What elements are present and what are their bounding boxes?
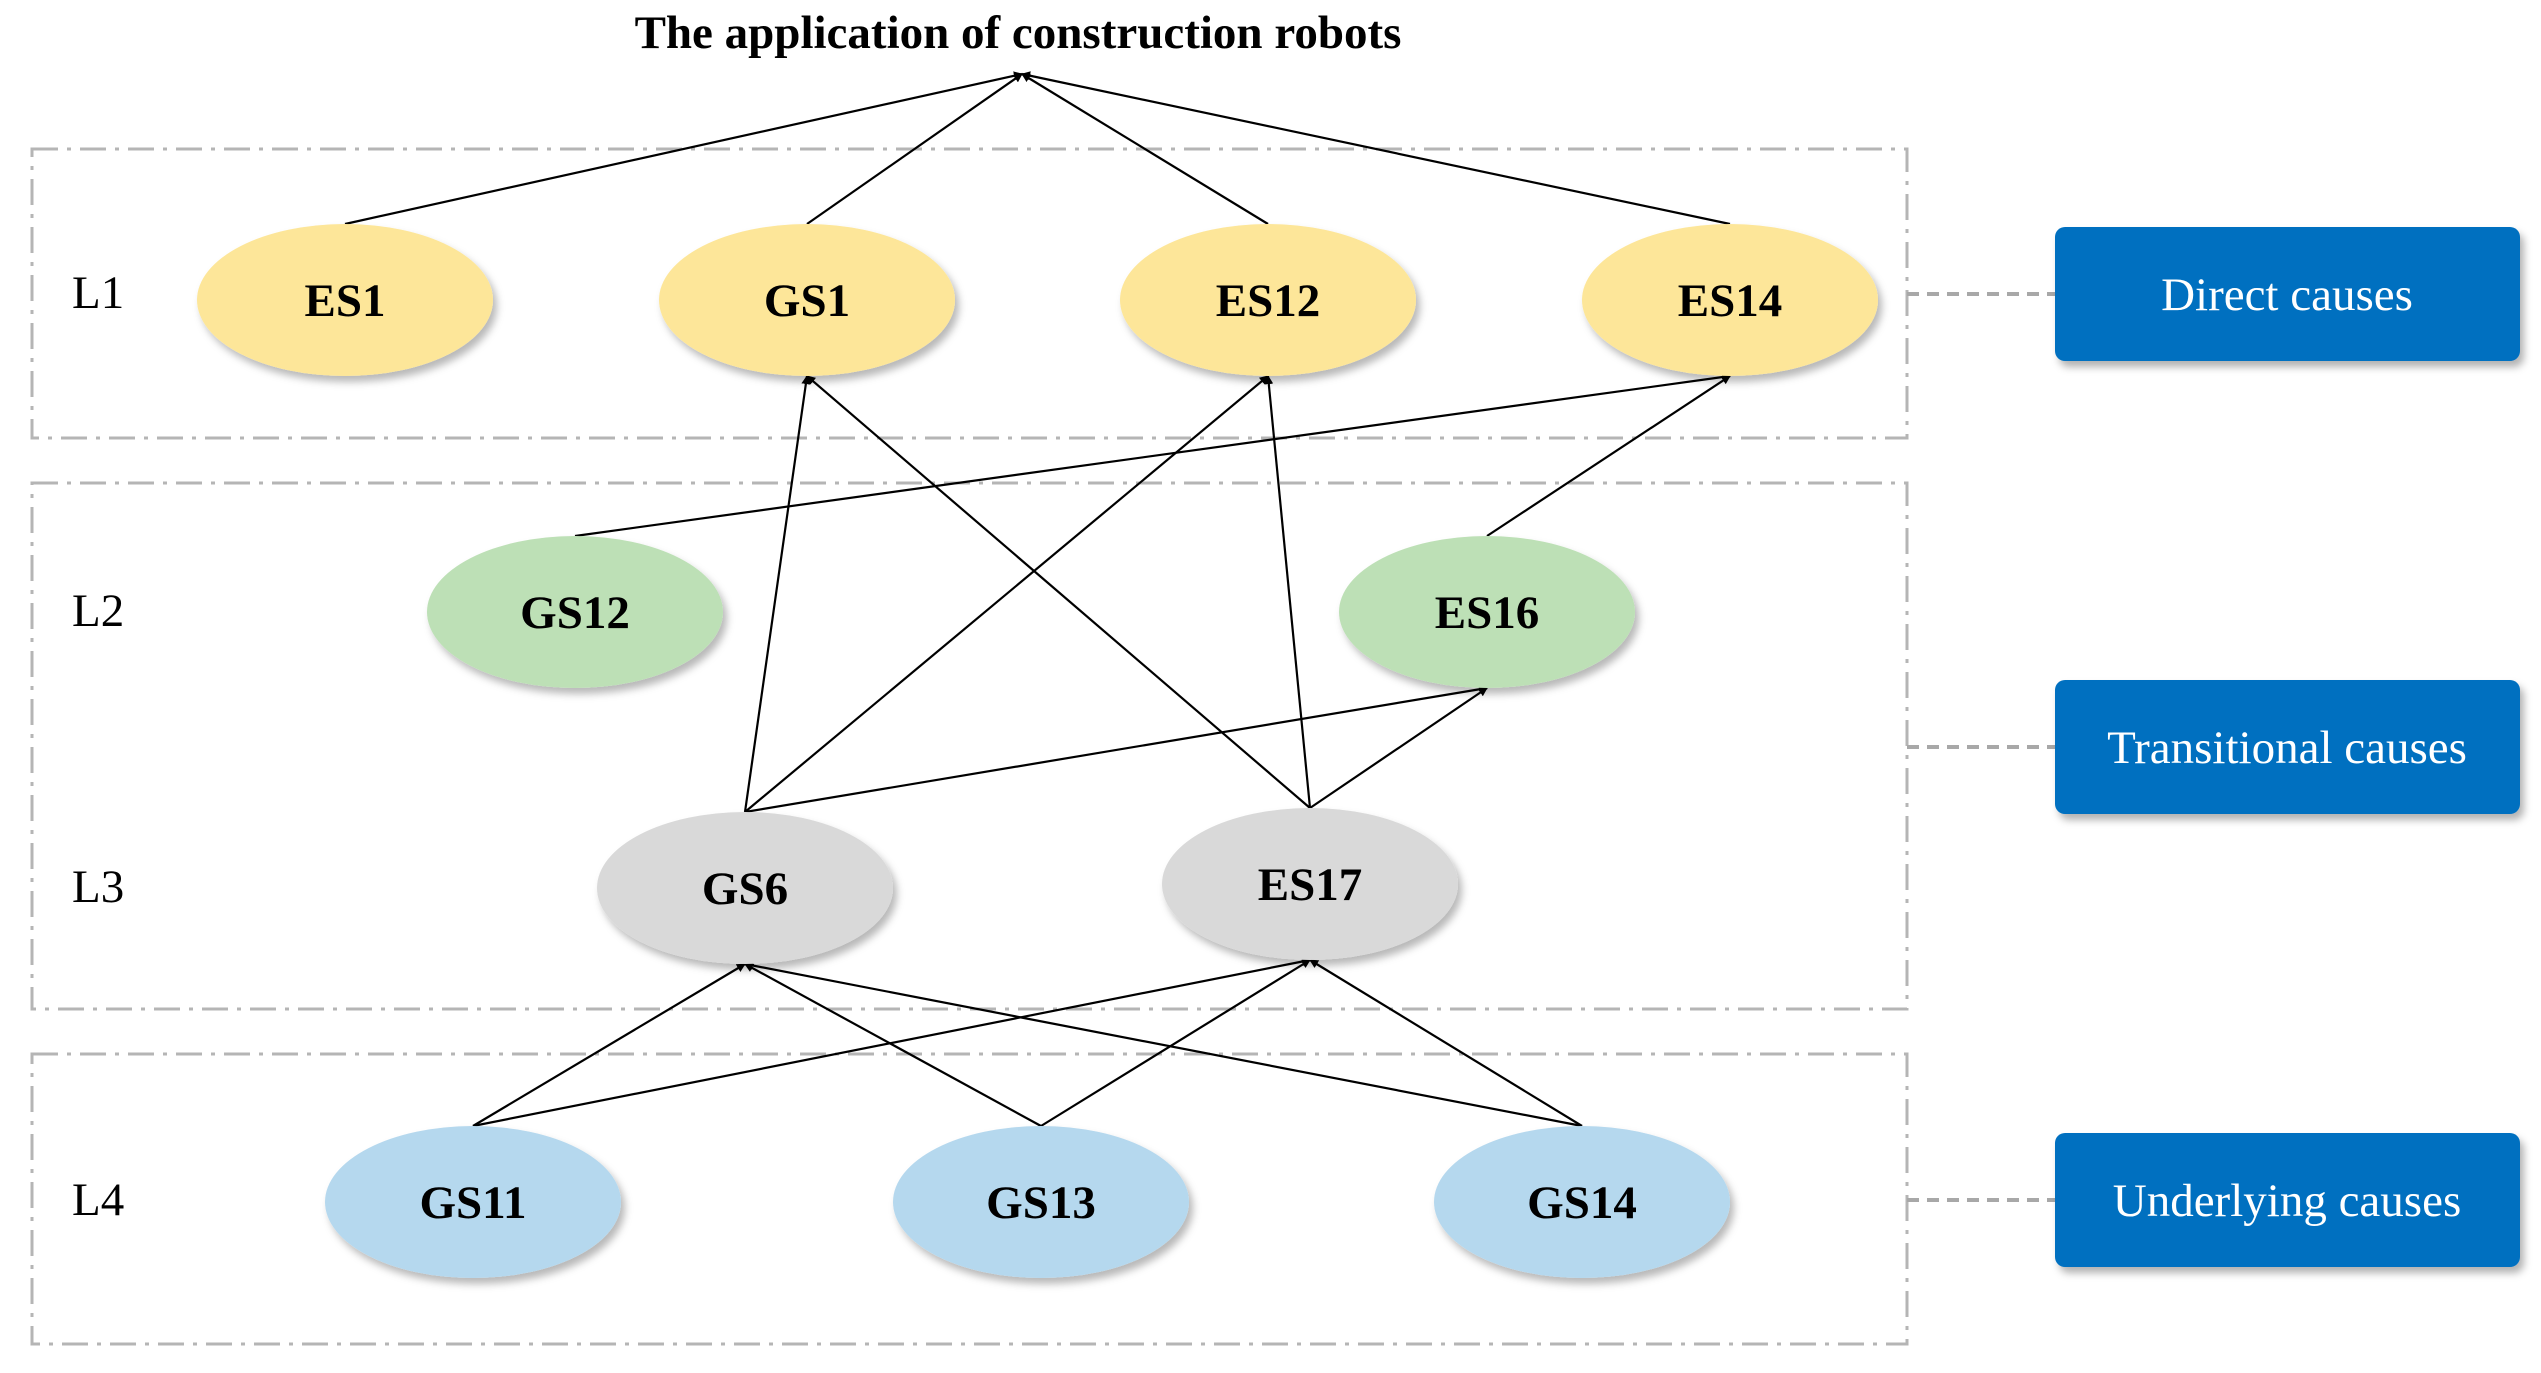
edge-gs13-to-gs6 [744,963,1042,1127]
node-gs14-label: GS14 [1527,1177,1637,1229]
edges-layer [344,71,1731,1128]
node-es16-ellipse [1339,536,1635,688]
node-gs1-label: GS1 [764,275,850,327]
node-gs6-ellipse [597,812,893,964]
node-es12-label: ES12 [1216,275,1321,327]
cause-box-transitional: Transitional causes [2055,680,2520,814]
node-gs13: GS13 [893,1126,1189,1278]
cause-box-underlying-bg [2055,1133,2520,1267]
edge-gs6-to-es12 [744,375,1269,813]
node-es1: ES1 [197,224,493,376]
node-es14-ellipse [1582,224,1878,376]
node-gs11-ellipse [325,1126,621,1278]
node-gs1: GS1 [659,224,955,376]
cause-box-direct: Direct causes [2055,227,2520,361]
node-gs14: GS14 [1434,1126,1730,1278]
level-label-l2: L2 [72,585,124,637]
edge-es17-to-gs1 [806,375,1311,809]
edge-es17-to-es16 [1309,687,1488,809]
edge-gs13-to-es17 [1040,959,1311,1127]
node-gs6-label: GS6 [702,863,788,915]
edge-es14-to-title [1021,71,1731,226]
cause-box-transitional-label: Transitional causes [2107,722,2467,774]
node-es1-ellipse [197,224,493,376]
node-gs14-ellipse [1434,1126,1730,1278]
edge-gs14-to-es17 [1309,959,1583,1127]
edge-es16-to-es14 [1486,375,1731,537]
cause-box-transitional-bg [2055,680,2520,814]
node-es12-ellipse [1120,224,1416,376]
cause-box-direct-label: Direct causes [2161,269,2413,321]
node-gs1-ellipse [659,224,955,376]
node-es17: ES17 [1162,808,1458,960]
node-es16-label: ES16 [1435,587,1540,639]
edge-gs14-to-gs6 [744,961,1583,1128]
node-es17-label: ES17 [1258,859,1363,911]
edge-es17-to-es12 [1264,375,1312,809]
node-gs12-label: GS12 [520,587,630,639]
node-es12: ES12 [1120,224,1416,376]
edge-gs6-to-gs1 [743,375,811,813]
node-es1-label: ES1 [305,275,386,327]
node-es14: ES14 [1582,224,1878,376]
node-gs12-ellipse [427,536,723,688]
node-gs11-label: GS11 [419,1177,526,1229]
node-gs13-ellipse [893,1126,1189,1278]
cause-box-underlying-label: Underlying causes [2113,1175,2461,1227]
edge-gs1-to-title [806,73,1023,225]
node-gs12: GS12 [427,536,723,688]
level-frame-l2-l3 [30,481,1909,1011]
level-label-l3: L3 [72,861,124,913]
cause-box-direct-bg [2055,227,2520,361]
cause-box-underlying: Underlying causes [2055,1133,2520,1267]
node-es17-ellipse [1162,808,1458,960]
diagram-title: The application of construction robots [635,7,1402,59]
node-es16: ES16 [1339,536,1635,688]
level-label-l1: L1 [72,267,124,319]
node-es14-label: ES14 [1678,275,1783,327]
edge-gs12-to-es14 [574,372,1731,538]
edge-es12-to-title [1021,73,1269,225]
node-gs11: GS11 [325,1126,621,1278]
edge-es1-to-title [344,71,1023,226]
edge-gs6-to-es16 [744,684,1488,814]
edge-gs11-to-gs6 [472,963,746,1127]
level-label-l4: L4 [72,1174,124,1226]
node-gs13-label: GS13 [986,1177,1096,1229]
node-gs6: GS6 [597,812,893,964]
